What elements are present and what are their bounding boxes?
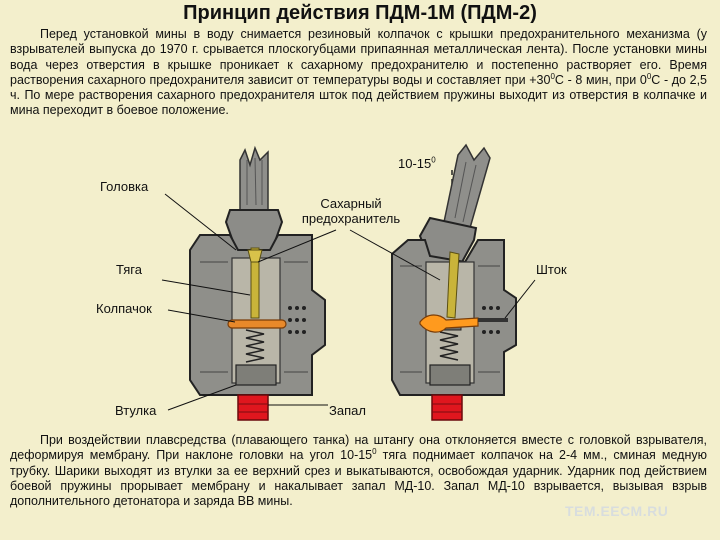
label-golovka: Головка — [100, 179, 149, 194]
tilted-stem — [443, 143, 491, 229]
page-title: Принцип действия ПДМ-1М (ПДМ-2) — [183, 2, 537, 24]
intro-paragraph: Перед установкой мины в воду снимается р… — [10, 27, 707, 119]
leader-lines — [161, 193, 536, 411]
tilted-sugar-fuse — [419, 314, 479, 333]
watermark: ТЕМ.ЕЕСМ.RU — [565, 503, 669, 519]
outro-text-2: тяга поднимает колпачок на 2-4 мм., смин… — [10, 448, 707, 509]
label-kolpachok: Колпачок — [96, 301, 152, 316]
intro-text-3: С - до 2,5 ч. По мере растворения сахарн… — [10, 72, 707, 118]
outro-paragraph: При воздействии плавсредства (плавающего… — [10, 433, 707, 509]
label-sugar-fuse: Сахарный предохранитель — [301, 196, 401, 226]
intro-degree-2: 0 — [646, 71, 652, 81]
angle-label: 10-150 — [398, 155, 436, 171]
tilted-spring — [439, 331, 459, 361]
tilted-rod — [446, 251, 460, 319]
outro-degree: 0 — [372, 447, 377, 457]
upright-zapal — [237, 394, 269, 421]
tilted-zapal — [431, 394, 463, 421]
fuze-upright — [189, 145, 326, 421]
tilted-shtok-pin — [478, 318, 508, 322]
label-tyaga: Тяга — [116, 262, 142, 277]
outro-text-1: При воздействии плавсредства (плавающего… — [10, 433, 707, 463]
upright-sugar-fuse — [227, 319, 287, 329]
label-shtok: Шток — [536, 262, 567, 277]
intro-text-1: Перед установкой мины в воду снимается р… — [10, 27, 707, 87]
intro-degree-1: 0 — [550, 71, 555, 81]
label-zapal: Запал — [329, 403, 366, 418]
label-vtulka: Втулка — [115, 403, 157, 418]
upright-holes — [288, 306, 306, 334]
fuze-tilted — [391, 143, 517, 421]
tilted-holes — [482, 306, 500, 334]
upright-spring — [245, 329, 265, 363]
intro-text-2: С - 8 мин, при 0 — [554, 72, 647, 87]
upright-rod — [250, 247, 260, 319]
upright-stem — [239, 145, 269, 211]
